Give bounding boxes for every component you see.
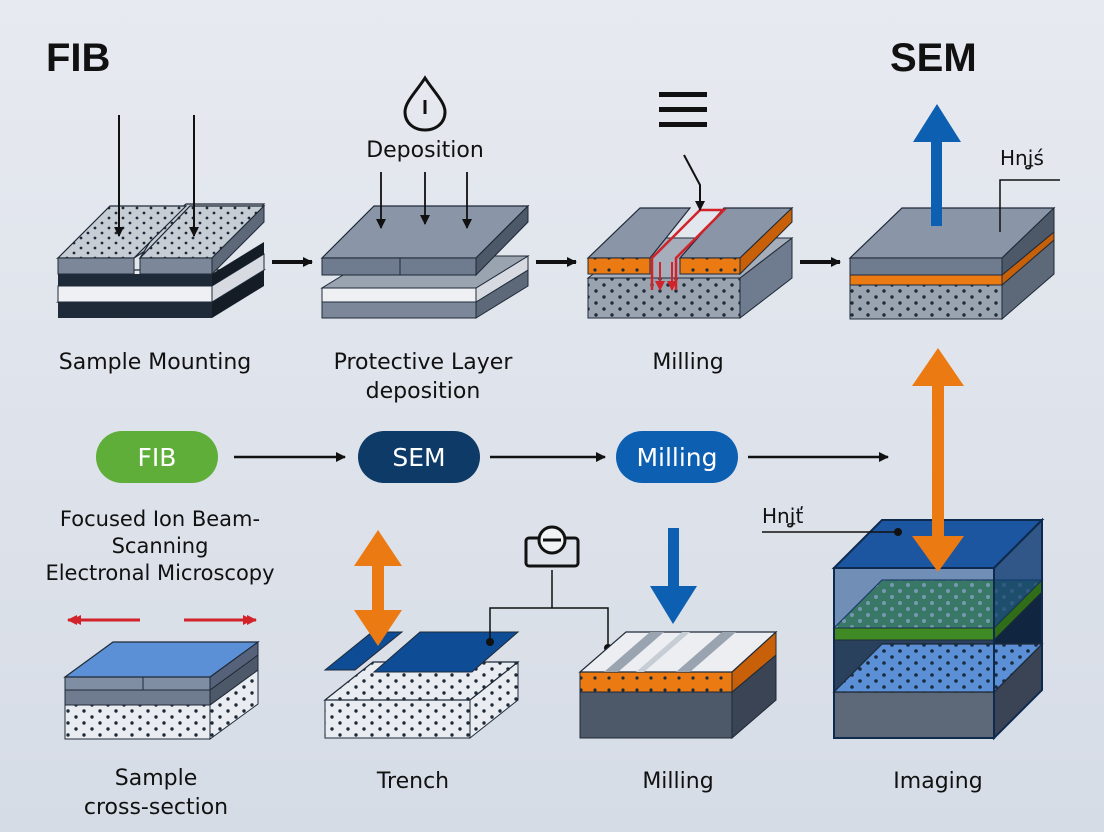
fib-pill: FIB [96,431,218,483]
description-line2: Scanning [111,534,209,558]
sample-cross-section-block [63,615,260,740]
sample-mounting-label: Sample Mounting [58,350,252,375]
fib-title: FIB [46,36,111,80]
milling-pill: Milling [616,431,738,483]
milling-top-label: Milling [652,350,724,375]
protective-layer-label-line2: deposition [365,379,481,404]
sem-pill: SEM [358,431,480,483]
blue-up-arrow-shaft [931,138,942,226]
sample-cross-section-label-line2: cross-section [83,795,229,820]
description-line1: Focused Ion Beam- [59,507,261,531]
blue-up-arrow-head [913,104,961,142]
menu-icon [659,92,707,127]
imaging-label: Imaging [893,769,983,794]
description-line3: Electronal Microscopy [45,561,275,585]
sem-title: SEM [890,36,977,80]
milling-top-block [586,92,794,320]
milling-bottom-label: Milling [642,769,714,794]
sem-top-block [848,104,1060,321]
deposition-label: Deposition [366,138,484,163]
imaging-block [762,348,1045,741]
protective-layer-block [320,75,530,319]
milling-bottom-block [578,528,778,740]
sem-callout-label: Hnʝś [1000,146,1044,170]
trench-block [323,525,612,740]
sample-cross-section-label-line1: Sample [114,766,198,791]
imaging-callout-label: Hnʝť [762,504,804,528]
lock-icon [524,525,580,568]
sample-mounting-block [55,115,267,318]
trench-label: Trench [376,769,450,794]
protective-layer-label-line1: Protective Layer [333,350,513,375]
droplet-icon [403,75,447,132]
